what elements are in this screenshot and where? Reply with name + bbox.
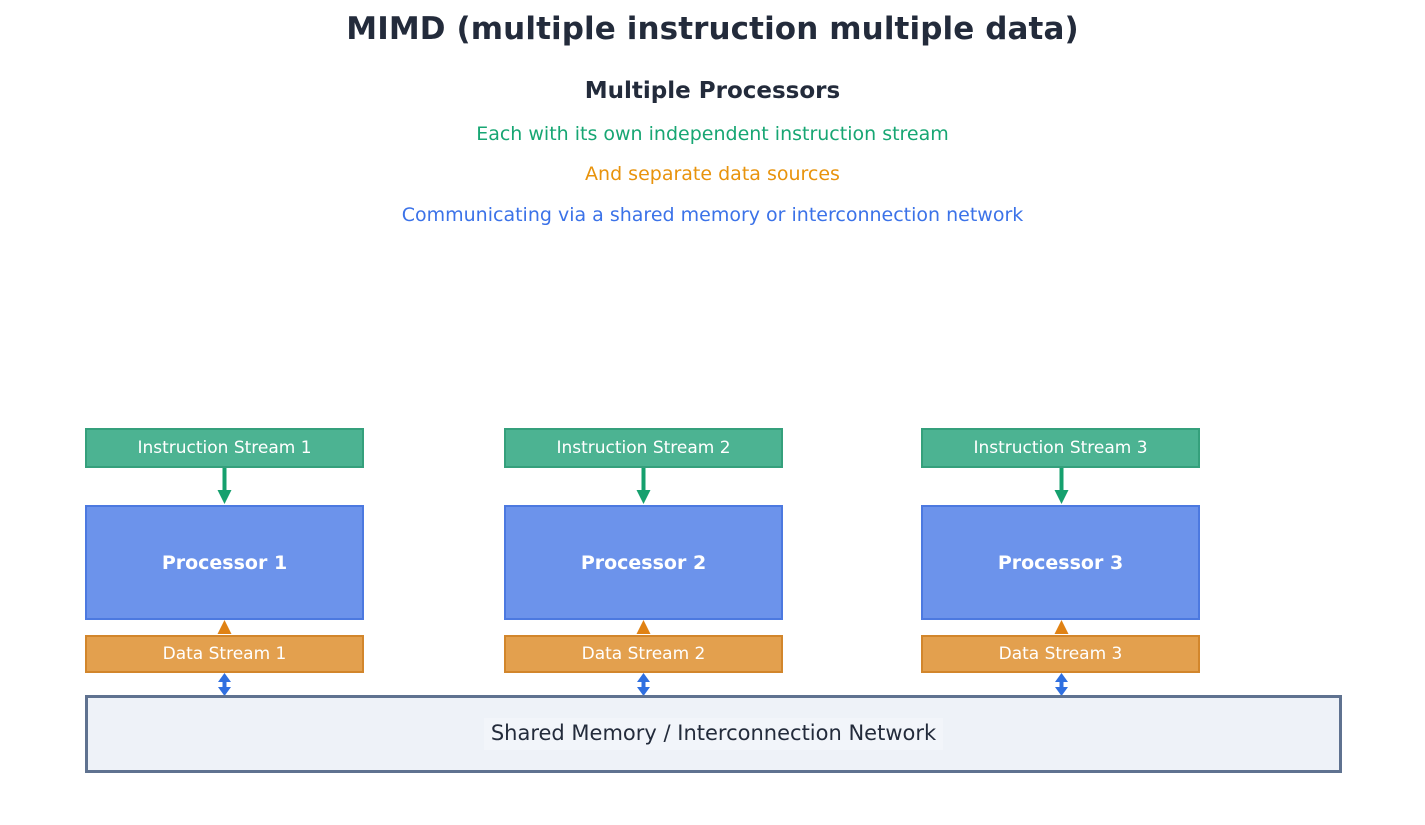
note-instruction-stream: Each with its own independent instructio… (476, 122, 949, 145)
processor-box-2[interactable]: Processor 2 (504, 505, 783, 620)
processor-box-1[interactable]: Processor 1 (85, 505, 364, 620)
memory-link-arrow-icon-2 (637, 673, 650, 696)
processor-label-1: Processor 1 (161, 551, 288, 574)
shared-memory-box[interactable]: Shared Memory / Interconnection Network (85, 695, 1342, 773)
data-stream-box-3[interactable]: Data Stream 3 (921, 635, 1200, 673)
processor-label-2: Processor 2 (580, 551, 707, 574)
instruction-arrow-icon-3 (1054, 468, 1069, 504)
processor-box-3[interactable]: Processor 3 (921, 505, 1200, 620)
instruction-stream-box-1[interactable]: Instruction Stream 1 (85, 428, 364, 468)
instruction-arrow-icon-1 (217, 468, 232, 504)
instruction-stream-box-2[interactable]: Instruction Stream 2 (504, 428, 783, 468)
memory-link-arrow-icon-1 (218, 673, 231, 696)
instruction-arrow-icon-2 (636, 468, 651, 504)
data-stream-box-1[interactable]: Data Stream 1 (85, 635, 364, 673)
note-data-sources: And separate data sources (585, 163, 840, 186)
header-block: MIMD (multiple instruction multiple data… (0, 0, 1425, 228)
instruction-stream-label-2: Instruction Stream 2 (556, 438, 731, 458)
shared-memory-label: Shared Memory / Interconnection Network (483, 718, 944, 750)
processor-label-3: Processor 3 (997, 551, 1124, 574)
data-arrow-icon-2 (636, 620, 651, 634)
data-arrow-icon-3 (1054, 620, 1069, 634)
instruction-stream-label-3: Instruction Stream 3 (973, 438, 1148, 458)
instruction-stream-box-3[interactable]: Instruction Stream 3 (921, 428, 1200, 468)
data-arrow-icon-1 (217, 620, 232, 634)
subtitle: Multiple Processors (584, 77, 841, 104)
page-title: MIMD (multiple instruction multiple data… (346, 11, 1079, 47)
data-stream-label-2: Data Stream 2 (581, 644, 706, 664)
instruction-stream-label-1: Instruction Stream 1 (137, 438, 312, 458)
data-stream-label-3: Data Stream 3 (998, 644, 1123, 664)
note-shared-memory: Communicating via a shared memory or int… (401, 204, 1024, 226)
data-stream-box-2[interactable]: Data Stream 2 (504, 635, 783, 673)
data-stream-label-1: Data Stream 1 (162, 644, 287, 664)
memory-link-arrow-icon-3 (1055, 673, 1068, 696)
